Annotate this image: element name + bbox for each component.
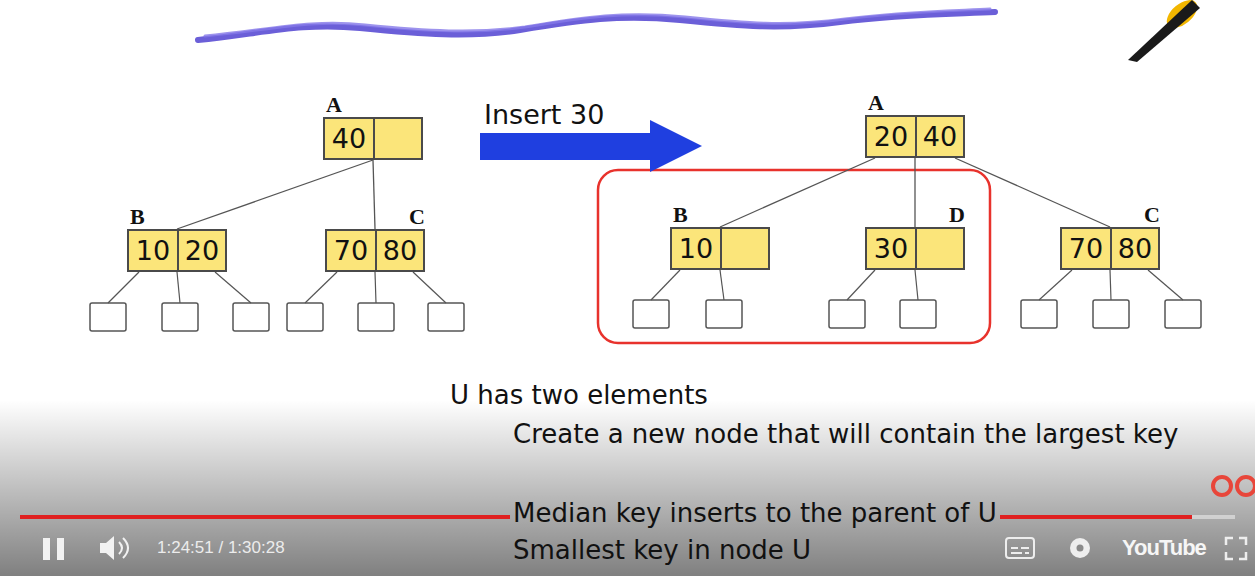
key-cell: 30 (867, 229, 915, 268)
node-letter: A (868, 92, 884, 114)
leaf-box (358, 303, 394, 331)
channel-logo (1213, 477, 1231, 495)
node-letter: D (949, 204, 965, 226)
node-letter: A (326, 94, 342, 116)
brush-stroke (205, 9, 990, 36)
key-cell: 70 (1062, 229, 1110, 268)
subtitles-icon (1006, 538, 1034, 558)
tree-node: B10 (670, 227, 770, 270)
leaf-pointer (847, 270, 875, 300)
player-text: YouTube (1122, 535, 1206, 561)
node-letter: B (673, 204, 688, 226)
leaf-pointer (651, 270, 680, 300)
leaf-pointer (1110, 270, 1111, 300)
tree-link (914, 158, 915, 227)
leaf-box (233, 303, 269, 331)
progress-bar (20, 515, 1192, 519)
fullscreen-icon (1226, 538, 1246, 559)
key-value: 80 (1118, 234, 1152, 264)
key-cell: 10 (129, 231, 177, 270)
key-value: 20 (874, 122, 908, 152)
tree-node: A2040 (865, 115, 965, 158)
leaf-pointer (413, 272, 446, 303)
pause-icon (43, 538, 50, 560)
key-value: 70 (1069, 234, 1103, 264)
player-text: 1:24:51 / 1:30:28 (157, 538, 285, 558)
leaf-pointer (1039, 270, 1072, 300)
volume-icon (100, 536, 114, 560)
key-cell: 40 (915, 117, 963, 156)
key-cell: 40 (325, 119, 373, 158)
node-letter: C (1144, 204, 1160, 226)
leaf-pointer (720, 270, 724, 300)
settings-gear-hole (1077, 545, 1084, 552)
tree-link (373, 160, 375, 229)
tree-node: A40 (323, 117, 423, 160)
tree-node: C7080 (325, 229, 425, 272)
tree-node: C7080 (1060, 227, 1160, 270)
leaf-box (1165, 300, 1201, 328)
node-letter: C (409, 206, 425, 228)
key-cell: 70 (327, 231, 375, 270)
tree-link (720, 158, 875, 227)
leaf-pointer (215, 272, 251, 303)
key-value: 20 (185, 236, 219, 266)
key-cell (720, 229, 768, 268)
tree-node: D30 (865, 227, 965, 270)
leaf-pointer (305, 272, 337, 303)
key-value: 80 (383, 236, 417, 266)
leaf-box (829, 300, 865, 328)
insert-arrow (480, 120, 702, 172)
progress-remaining (1192, 515, 1235, 519)
leaf-pointer (375, 272, 376, 303)
leaf-box (1093, 300, 1129, 328)
leaf-box (633, 300, 669, 328)
note-text: Smallest key in node U (513, 532, 811, 568)
channel-logo (1237, 477, 1255, 495)
tree-node: B1020 (127, 229, 227, 272)
node-letter: B (130, 206, 145, 228)
key-value: 40 (332, 124, 366, 154)
pen-icon (1128, 0, 1200, 62)
pause-icon (57, 538, 64, 560)
key-cell (373, 119, 421, 158)
key-cell: 80 (1110, 229, 1158, 268)
leaf-box (428, 303, 464, 331)
tree-link (177, 160, 373, 229)
note-text: Create a new node that will contain the … (513, 415, 1218, 453)
key-value: 10 (679, 234, 713, 264)
player-shade (0, 400, 1255, 576)
key-value: 70 (334, 236, 368, 266)
tree-link (955, 158, 1110, 227)
leaf-box (162, 303, 198, 331)
leaf-box (900, 300, 936, 328)
settings-gear (1070, 538, 1090, 558)
key-cell: 20 (177, 231, 225, 270)
leaf-box (90, 303, 126, 331)
key-cell: 10 (672, 229, 720, 268)
key-cell: 20 (867, 117, 915, 156)
operation-label: Insert 30 (484, 99, 604, 131)
leaf-pointer (108, 272, 139, 303)
key-value: 40 (923, 122, 957, 152)
leaf-boxes (90, 300, 1201, 331)
key-value: 10 (136, 236, 170, 266)
leaf-pointer (915, 270, 918, 300)
key-cell (915, 229, 963, 268)
leaf-box (706, 300, 742, 328)
key-value: 30 (874, 234, 908, 264)
leaf-box (1021, 300, 1057, 328)
subtitles-lines (1011, 548, 1029, 553)
volume-waves (119, 538, 128, 558)
note-text: Median key inserts to the parent of U (510, 495, 1000, 531)
leaf-box (287, 303, 323, 331)
leaf-pointer (177, 272, 180, 303)
leaf-pointer (1148, 270, 1183, 300)
highlight-box (598, 170, 990, 343)
note-text: U has two elements (450, 377, 708, 413)
key-cell: 80 (375, 231, 423, 270)
